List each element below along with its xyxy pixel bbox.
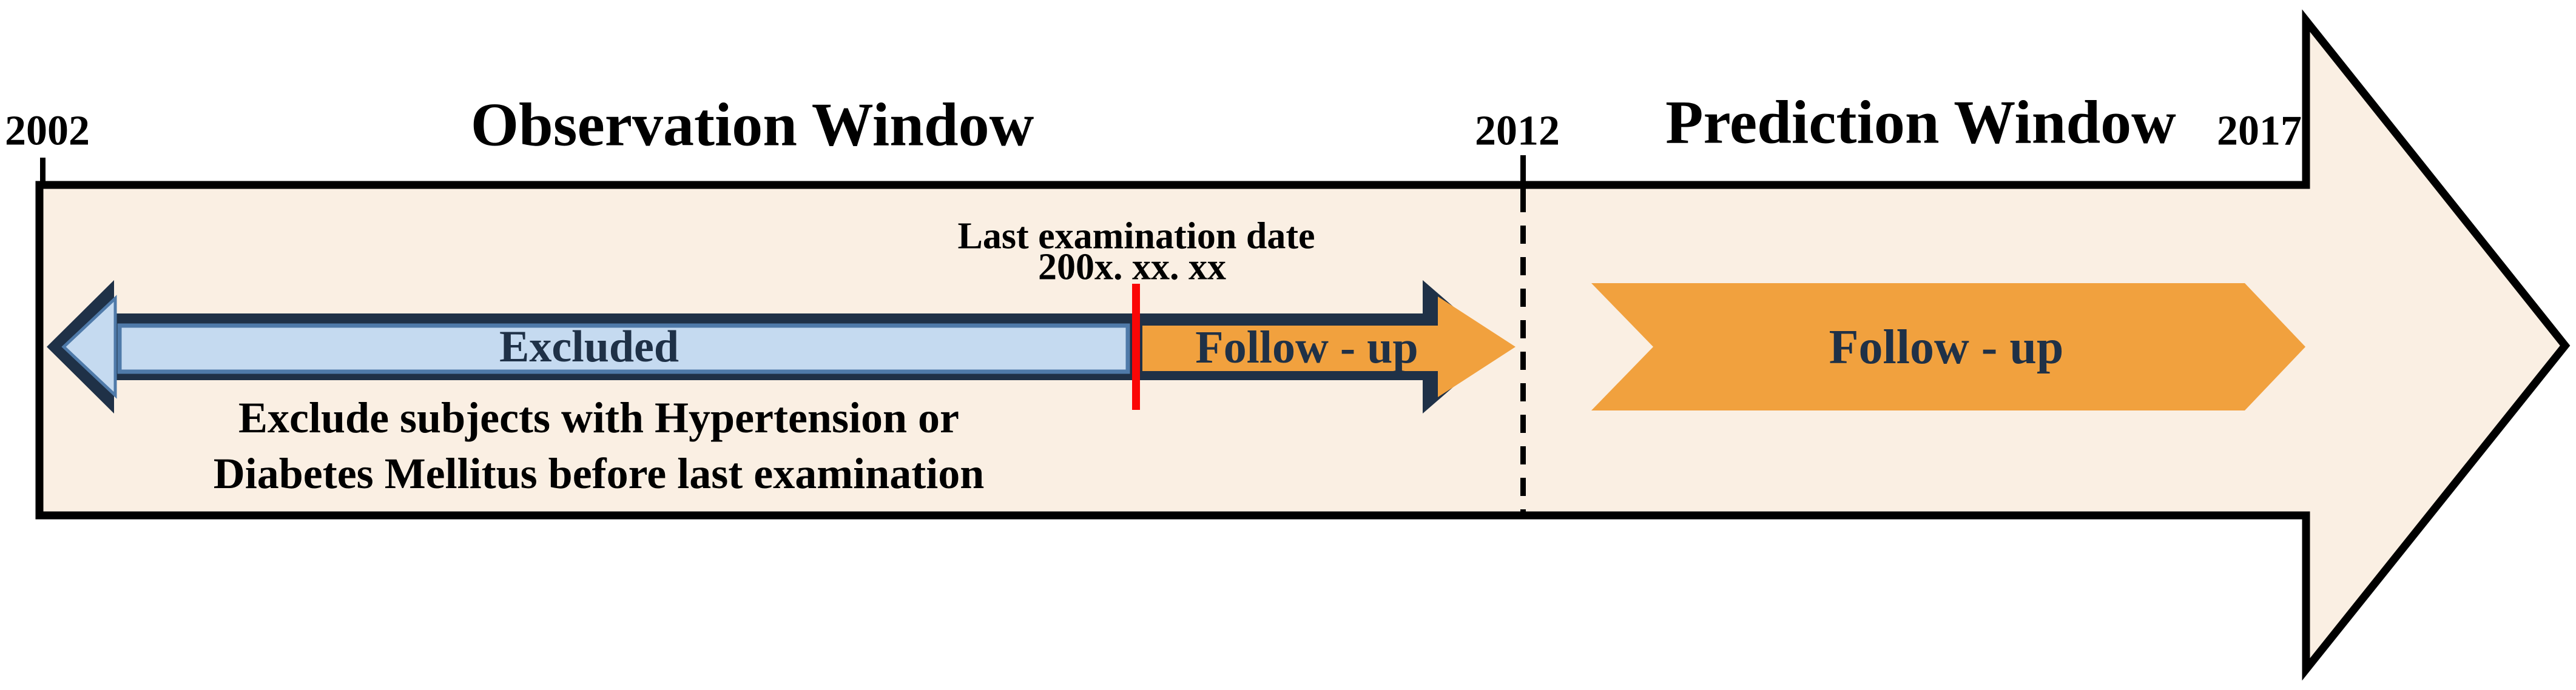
tick-2012 (1520, 155, 1526, 194)
last-exam-date-line1: Last examination date (957, 215, 1315, 257)
prediction-followup-label: Follow - up (1829, 321, 2064, 374)
prediction-followup-arrow (1591, 283, 2305, 410)
excluded-label: Excluded (499, 322, 679, 372)
tick-2002 (40, 158, 46, 188)
prediction-window-title: Prediction Window (1665, 88, 2176, 157)
year-label-2012: 2012 (1475, 107, 1560, 155)
excluded-bar (117, 323, 1130, 374)
excluded-arrowhead (61, 295, 117, 399)
last-exam-marker (1132, 284, 1140, 410)
last-exam-date-line2: 200x. xx. xx (1038, 246, 1226, 288)
observation-window-title: Observation Window (470, 90, 1034, 159)
observation-followup-arrow (1142, 296, 1516, 397)
exclusion-note-line1: Exclude subjects with Hypertension or (238, 394, 959, 443)
observation-followup-label: Follow - up (1195, 322, 1418, 373)
year-label-2002: 2002 (5, 107, 90, 155)
exclusion-note-line2: Diabetes Mellitus before last examinatio… (213, 449, 985, 498)
year-label-2017: 2017 (2217, 107, 2302, 155)
